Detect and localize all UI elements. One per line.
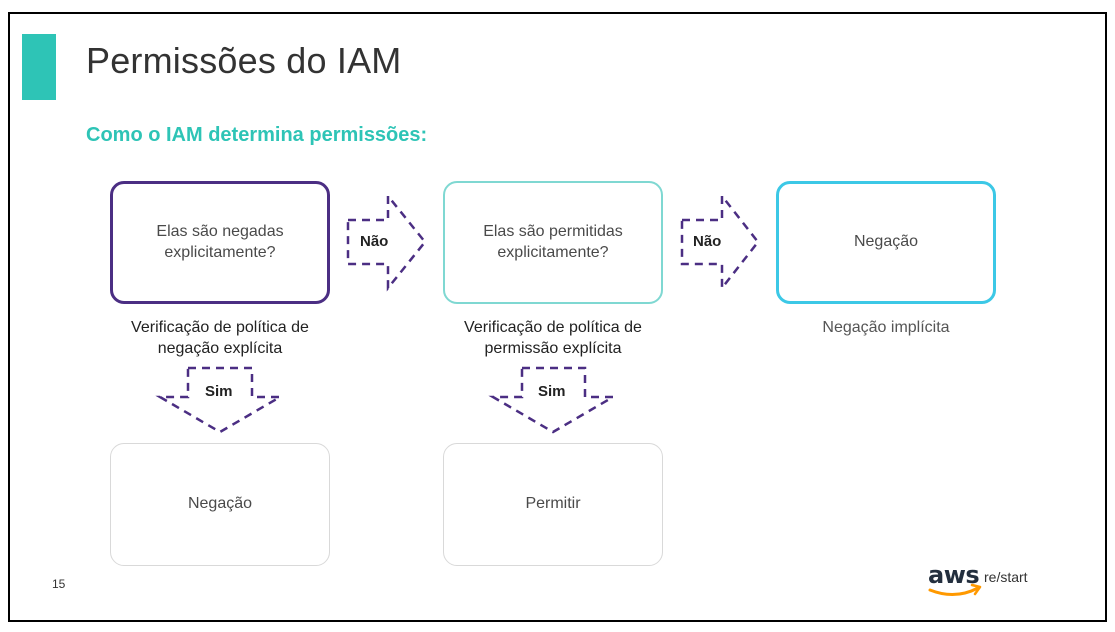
allow-result-box: Permitir (443, 443, 663, 566)
deny-check-caption: Verificação de política de negação explí… (110, 318, 330, 360)
no-label-2: Não (693, 233, 722, 250)
no-arrow-2 (680, 192, 760, 292)
deny-check-caption-text: Verificação de política de negação explí… (131, 319, 309, 357)
aws-logo: aws (928, 561, 980, 589)
yes-label-2: Sim (538, 383, 566, 400)
allow-result-text: Permitir (525, 495, 581, 513)
explicit-deny-question-box: Elas são negadas explicitamente? (110, 181, 330, 304)
implicit-deny-caption: Negação implícita (822, 319, 950, 336)
explicit-allow-question-text: Elas são permitidas explicitamente? (483, 222, 623, 261)
yes-arrow-1 (155, 366, 285, 434)
implicit-deny-box-text: Negação (853, 233, 919, 251)
page-number: 15 (52, 577, 66, 591)
explicit-allow-question-box: Elas são permitidas explicitamente? (443, 181, 663, 304)
no-label-1: Não (360, 233, 389, 250)
yes-label-1: Sim (205, 383, 233, 400)
aws-smile-icon (928, 586, 980, 596)
allow-check-caption: Verificação de política de permissão exp… (443, 318, 663, 360)
explicit-deny-question-text: Elas são negadas explicitamente? (156, 222, 284, 261)
deny-result-box: Negação (110, 443, 330, 566)
implicit-deny-box: Negação (776, 181, 996, 304)
deny-result-text: Negação (187, 495, 253, 513)
allow-check-caption-text: Verificação de política de permissão exp… (464, 319, 642, 357)
slide-title: Permissões do IAM (86, 40, 402, 81)
restart-logo-text: re/start (984, 569, 1028, 585)
slide-frame (8, 12, 1107, 622)
yes-arrow-2 (488, 366, 618, 434)
no-arrow-1 (346, 192, 427, 292)
slide-subtitle: Como o IAM determina permissões: (86, 124, 428, 146)
title-accent-bar (22, 34, 56, 100)
